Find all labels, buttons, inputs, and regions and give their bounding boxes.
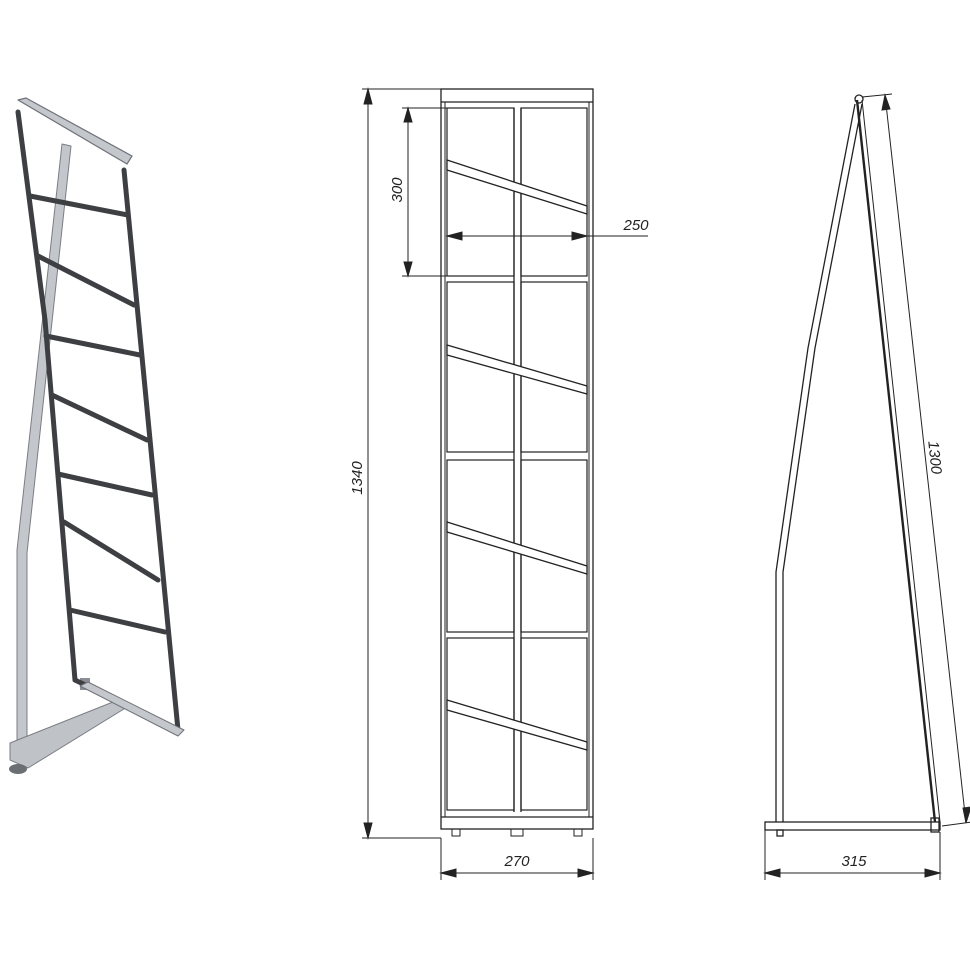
dim-frame-length: 1300	[924, 440, 944, 476]
base-foot-pad	[9, 764, 27, 774]
front-modules	[446, 107, 588, 811]
dim-shelf-height: 300	[389, 177, 406, 203]
side-base	[764, 821, 941, 831]
side-panel	[855, 99, 937, 823]
front-feet	[451, 828, 583, 837]
base-foot	[9, 699, 133, 769]
shelf-bars	[27, 193, 168, 635]
isometric-view	[9, 97, 185, 774]
side-support-leg	[775, 103, 856, 822]
front-shelves	[446, 159, 588, 751]
bottom-rail	[79, 681, 185, 737]
front-view	[440, 88, 594, 837]
top-rail	[17, 97, 133, 165]
dim-total-height: 1340	[349, 461, 366, 495]
side-dimension-lines	[763, 93, 970, 880]
dim-total-width: 270	[503, 853, 530, 870]
dim-base-depth: 315	[841, 853, 867, 870]
side-hinge	[854, 94, 864, 104]
dim-inner-width: 250	[622, 217, 649, 234]
side-view	[764, 94, 941, 837]
support-leg	[16, 143, 72, 757]
panel-frame	[15, 109, 181, 733]
front-dimension-lines	[362, 87, 648, 880]
